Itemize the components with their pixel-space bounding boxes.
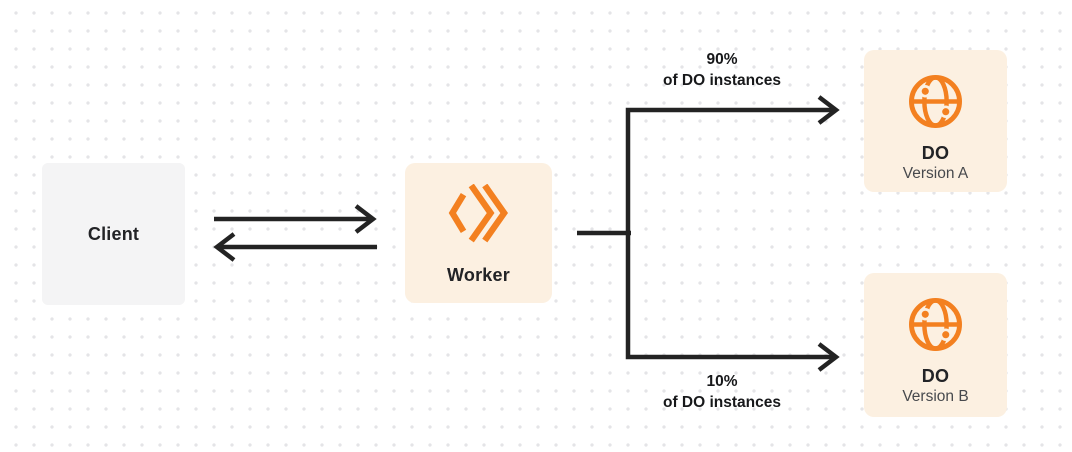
- branch-caption-90: of DO instances: [663, 72, 781, 89]
- branch-percent-10: 10%: [706, 373, 738, 390]
- worker-to-client-arrow: [213, 232, 377, 262]
- do-version-b-node: DO Version B: [864, 273, 1007, 417]
- branch-label-90: 90% of DO instances: [612, 49, 832, 91]
- do-version-a-node: DO Version A: [864, 50, 1007, 192]
- branch-caption-10: of DO instances: [663, 394, 781, 411]
- durable-object-globe-icon: [909, 75, 962, 128]
- arrowhead-left-icon: [213, 232, 236, 262]
- worker-label: Worker: [447, 265, 510, 285]
- client-to-worker-arrow: [214, 204, 377, 234]
- branch-connector: [625, 107, 833, 360]
- durable-object-globe-icon: [909, 298, 962, 351]
- cloudflare-workers-icon: [448, 184, 508, 243]
- branch-arrow-bottom-head-icon: [817, 342, 840, 372]
- worker-node: Worker: [405, 163, 552, 303]
- branch-percent-90: 90%: [706, 51, 738, 68]
- client-node: Client: [42, 163, 185, 305]
- do-b-title: DO: [921, 366, 950, 386]
- branch-arrow-top-head-icon: [817, 95, 840, 125]
- do-a-subtitle: Version A: [902, 165, 969, 182]
- branch-label-10: 10% of DO instances: [612, 371, 832, 413]
- client-label: Client: [87, 223, 140, 244]
- arrowhead-right-icon: [354, 204, 377, 234]
- do-b-subtitle: Version B: [902, 388, 969, 405]
- do-a-title: DO: [921, 143, 950, 163]
